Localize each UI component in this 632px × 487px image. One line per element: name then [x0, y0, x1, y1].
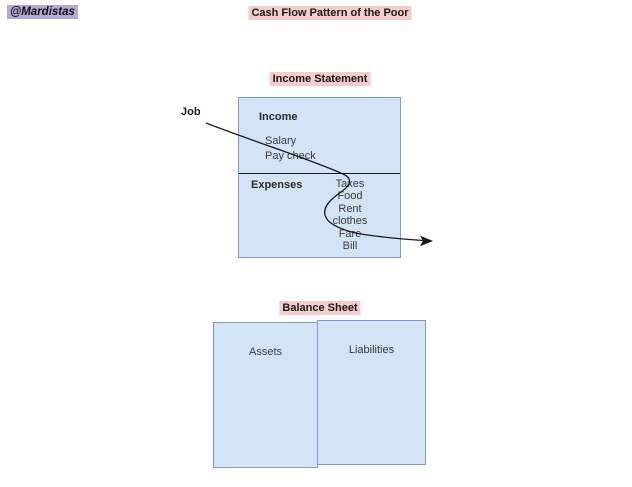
income-item-paycheck: Pay check [265, 150, 316, 162]
expense-item-food: Food [337, 190, 363, 203]
expense-item-taxes: Taxes [335, 178, 365, 190]
income-expenses-divider [239, 172, 400, 174]
assets-header: Assets [248, 346, 282, 358]
expenses-header: Expenses [251, 179, 303, 191]
arrowhead-icon [420, 235, 433, 247]
expense-list: Taxes Food Rent clothes Fare Bill [310, 178, 390, 252]
income-header: Income [259, 111, 298, 123]
job-label: Job [181, 106, 201, 118]
income-statement-label: Income Statement [269, 72, 371, 86]
income-statement-box: Income Salary Pay check Expenses Taxes F… [238, 97, 401, 258]
expense-item-bill: Bill [342, 240, 358, 253]
author-watermark: @Mardistas [7, 5, 78, 19]
income-item-salary: Salary [265, 135, 297, 147]
assets-box: Assets [213, 322, 318, 468]
expense-item-clothes: clothes [332, 215, 368, 228]
balance-sheet-label: Balance Sheet [279, 301, 361, 315]
expense-item-rent: Rent [338, 202, 362, 215]
expense-item-fare: Fare [338, 227, 362, 240]
page-title: Cash Flow Pattern of the Poor [248, 6, 412, 20]
liabilities-box: Liabilities [317, 320, 426, 465]
liabilities-header: Liabilities [348, 344, 395, 356]
